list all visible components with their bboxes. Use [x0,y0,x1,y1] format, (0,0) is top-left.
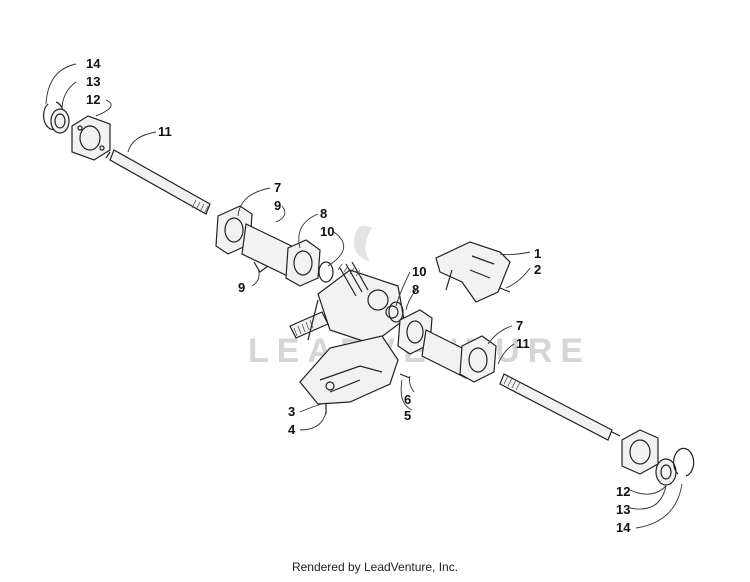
input-shaft [289,311,329,339]
bearing-housing-left [71,115,111,161]
callout-7-left: 7 [274,180,281,195]
axle-shaft-right [499,373,621,441]
callout-4: 4 [288,422,296,437]
callout-2: 2 [534,262,541,277]
left-axle-assembly [43,101,211,215]
callout-5: 5 [404,408,411,423]
callout-12-right: 12 [616,484,630,499]
right-axle-tube [388,301,497,383]
retaining-ring-right [673,447,695,477]
callout-3: 3 [288,404,295,419]
left-axle-tube [215,205,334,287]
flange-left-inner [285,239,321,287]
o-ring-right [388,301,404,323]
callout-1: 1 [534,246,541,261]
screw-5 [399,373,411,379]
callout-6: 6 [404,392,411,407]
leader-lines [45,63,683,529]
callout-11-left: 11 [158,124,172,139]
bearing-housing-right [621,429,659,475]
callout-12-left: 12 [86,92,100,107]
callout-labels: 14 13 12 11 7 9 8 10 9 1 2 10 8 7 11 3 4… [86,56,631,535]
right-axle-assembly [499,373,695,486]
o-ring-left [318,261,334,283]
callout-9-lower: 9 [238,280,245,295]
callout-9-upper: 9 [274,198,281,213]
bracket-tab-left [253,261,269,273]
output-gear [367,289,389,311]
footer-credit: Rendered by LeadVenture, Inc. [291,560,459,574]
callout-13-right: 13 [616,502,630,517]
differential-gearcase [289,261,405,345]
axle-shaft-left [105,149,211,215]
callout-8-left: 8 [320,206,327,221]
callout-14-left: 14 [86,56,101,71]
flange-plate-right [459,335,497,383]
mount-bracket [435,241,511,303]
callout-7-right: 7 [516,318,523,333]
callout-8-right: 8 [412,282,419,297]
callout-13-left: 13 [86,74,100,89]
callout-14-right: 14 [616,520,631,535]
bolt [499,287,511,293]
skid-plate [299,335,411,414]
callout-10-right: 10 [412,264,426,279]
callout-10-left: 10 [320,224,334,239]
callout-11-right: 11 [516,336,530,351]
bearing-right [655,458,677,486]
bearing-left [50,108,70,134]
